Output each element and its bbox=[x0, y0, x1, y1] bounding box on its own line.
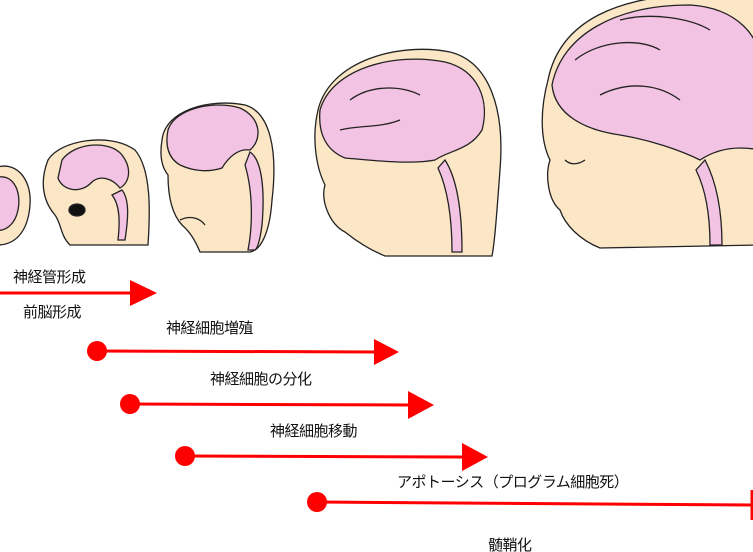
label-neuron-migration: 神経細胞移動 bbox=[270, 422, 358, 440]
arrow-differentiation bbox=[120, 391, 434, 419]
label-forebrain-formation: 前脳形成 bbox=[23, 303, 82, 321]
arrow-neural-tube bbox=[0, 280, 157, 306]
embryo-stage-2 bbox=[42, 139, 150, 246]
arrow-migration bbox=[175, 443, 488, 471]
embryo-stage-1 bbox=[0, 165, 31, 246]
label-neuron-proliferation: 神経細胞増殖 bbox=[166, 319, 254, 337]
arrow-proliferation bbox=[87, 339, 399, 365]
label-myelination: 髄鞘化 bbox=[488, 536, 532, 552]
label-neuron-differentiation: 神経細胞の分化 bbox=[210, 370, 312, 388]
fetal-head-stage-5 bbox=[541, 0, 753, 249]
fetal-head-stage-4 bbox=[314, 48, 502, 257]
arrow-apoptosis bbox=[307, 490, 753, 520]
label-apoptosis: アポトーシス（プログラム細胞死） bbox=[397, 473, 629, 491]
label-neural-tube-formation: 神経管形成 bbox=[13, 268, 86, 286]
embryo-stage-3 bbox=[160, 102, 275, 253]
